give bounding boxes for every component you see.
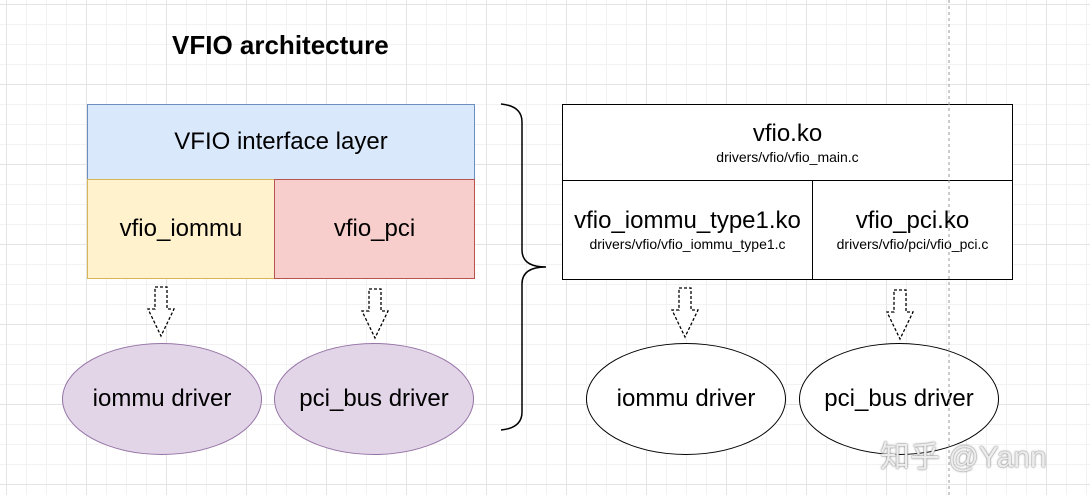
vfio-interface-layer: VFIO interface layer <box>87 104 475 180</box>
left-iommu-driver: iommu driver <box>62 343 262 455</box>
left-iommu-driver-label: iommu driver <box>92 385 232 412</box>
vfio-pci-ko-path: drivers/vfio/pci/vfio_pci.c <box>836 236 989 252</box>
right-iommu-driver-label: iommu driver <box>616 385 756 412</box>
arrow-down-icon <box>360 288 390 340</box>
left-pci-bus-driver: pci_bus driver <box>274 343 474 455</box>
vfio-ko-path: drivers/vfio/vfio_main.c <box>716 148 859 165</box>
vfio-interface-layer-label: VFIO interface layer <box>174 128 388 155</box>
arrow-down-icon <box>670 287 700 339</box>
vfio-iommu-type1-ko-path: drivers/vfio/vfio_iommu_type1.c <box>589 236 786 252</box>
vfio-iommu-label: vfio_iommu <box>119 215 243 242</box>
vfio-iommu-type1-ko-name: vfio_iommu_type1.ko <box>574 207 801 234</box>
right-pci-bus-driver: pci_bus driver <box>799 343 999 455</box>
right-iommu-driver: iommu driver <box>586 343 786 455</box>
left-pci-bus-driver-label: pci_bus driver <box>299 385 449 412</box>
vfio-iommu-type1-ko-box: vfio_iommu_type1.ko drivers/vfio/vfio_io… <box>562 180 813 280</box>
arrow-down-icon <box>146 286 176 338</box>
vfio-pci-ko-box: vfio_pci.ko drivers/vfio/pci/vfio_pci.c <box>812 180 1013 280</box>
diagram-title: VFIO architecture <box>172 30 389 60</box>
watermark: 知乎 @Yann <box>880 441 1047 474</box>
curly-brace <box>500 103 547 431</box>
vfio-iommu-module: vfio_iommu <box>87 179 275 279</box>
right-pci-bus-driver-label: pci_bus driver <box>824 385 974 412</box>
vfio-ko-name: vfio.ko <box>752 119 823 147</box>
vfio-pci-label: vfio_pci <box>333 215 416 242</box>
arrow-down-icon <box>885 289 915 341</box>
vfio-pci-module: vfio_pci <box>274 179 475 279</box>
vfio-ko-box: vfio.ko drivers/vfio/vfio_main.c <box>562 104 1013 181</box>
vfio-pci-ko-name: vfio_pci.ko <box>855 207 970 234</box>
